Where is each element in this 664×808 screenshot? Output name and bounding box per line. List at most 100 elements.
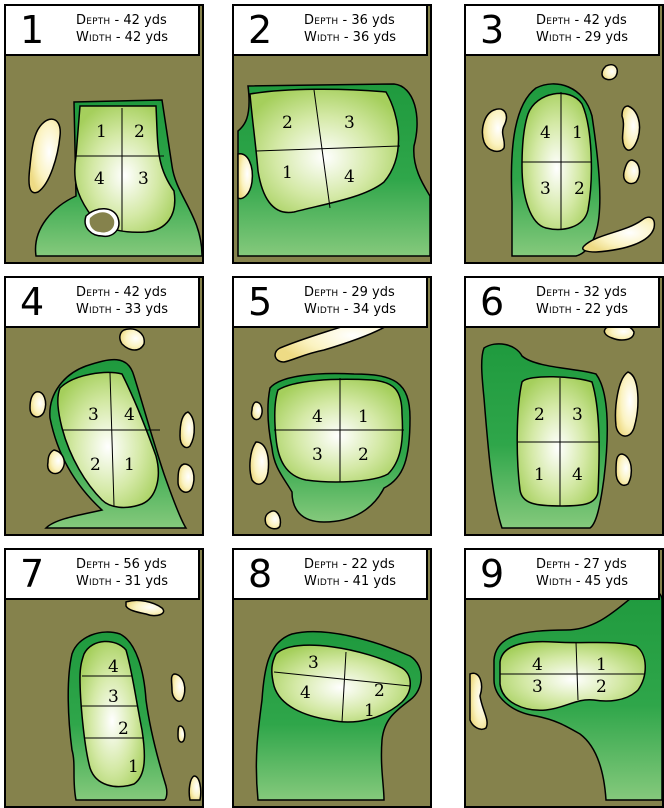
hole-label-5: 5 Depth - 29 yds Width - 34 yds: [234, 278, 428, 328]
putting-green: [275, 379, 403, 482]
zone-label: 4: [124, 405, 135, 425]
hole-panel-7: 4 3 2 1 7 Depth - 56 yds Width - 31 yds: [4, 548, 204, 808]
zone-label: 2: [596, 677, 607, 697]
hole-label-2: 2 Depth - 36 yds Width - 36 yds: [234, 6, 428, 56]
putting-green: [522, 93, 591, 229]
hole-number: 1: [20, 8, 44, 52]
hole-panel-3: 4 1 3 2 3 Depth - 42 yds Width - 29 yds: [464, 4, 664, 264]
depth-label: Depth: [76, 13, 110, 28]
width-value: - 42 yds: [116, 30, 168, 45]
putting-green: [517, 377, 599, 506]
zone-label: 4: [108, 657, 119, 677]
sand-bunker: [602, 65, 617, 80]
sand-bunker: [252, 402, 262, 420]
depth-value: - 29 yds: [343, 285, 395, 300]
zone-label: 1: [128, 757, 139, 777]
width-label: Width: [536, 302, 572, 317]
zone-label: 4: [300, 683, 311, 703]
width-label: Width: [304, 302, 340, 317]
hole-dimensions: Depth - 42 yds Width - 33 yds: [76, 284, 168, 318]
depth-label: Depth: [76, 285, 110, 300]
hole-dimensions: Depth - 36 yds Width - 36 yds: [304, 12, 396, 46]
depth-value: - 42 yds: [115, 13, 167, 28]
depth-value: - 56 yds: [115, 557, 167, 572]
width-label: Width: [304, 574, 340, 589]
hole-panel-6: 2 3 1 4 6 Depth - 32 yds Width - 22 yds: [464, 276, 664, 536]
zone-label: 4: [344, 167, 355, 187]
zone-label: 1: [124, 455, 135, 475]
zone-label: 2: [118, 719, 129, 739]
hole-panel-1: 1 2 4 3 1 Depth - 42 yds Width - 42 yds: [4, 4, 204, 264]
hole-dimensions: Depth - 29 yds Width - 34 yds: [304, 284, 396, 318]
sand-bunker: [265, 511, 280, 529]
putting-green: [58, 373, 158, 508]
sand-bunker: [48, 450, 65, 474]
depth-label: Depth: [304, 557, 338, 572]
hole-label-8: 8 Depth - 22 yds Width - 41 yds: [234, 550, 428, 600]
hole-number: 3: [480, 8, 504, 52]
zone-label: 2: [574, 179, 585, 199]
hole-number: 6: [480, 280, 504, 324]
zone-label: 3: [138, 169, 149, 189]
hole-dimensions: Depth - 32 yds Width - 22 yds: [536, 284, 628, 318]
sand-bunker: [126, 600, 164, 615]
sand-bunker: [30, 392, 46, 417]
depth-label: Depth: [304, 13, 338, 28]
width-value: - 41 yds: [344, 574, 396, 589]
hole-number: 2: [248, 8, 272, 52]
hole-panel-2: 2 3 1 4 2 Depth - 36 yds Width - 36 yds: [232, 4, 432, 264]
zone-label: 4: [94, 169, 105, 189]
sand-bunker: [616, 372, 638, 436]
zone-label: 2: [134, 122, 145, 142]
hole-number: 8: [248, 552, 272, 596]
width-value: - 29 yds: [576, 30, 628, 45]
sand-bunker: [172, 674, 185, 701]
hole-dimensions: Depth - 56 yds Width - 31 yds: [76, 556, 168, 590]
zone-label: 3: [108, 687, 119, 707]
sand-bunker: [616, 454, 631, 485]
zone-label: 3: [344, 113, 355, 133]
depth-value: - 27 yds: [575, 557, 627, 572]
sand-bunker: [189, 776, 201, 800]
width-label: Width: [76, 574, 112, 589]
hole-label-1: 1 Depth - 42 yds Width - 42 yds: [6, 6, 200, 56]
depth-value: - 22 yds: [343, 557, 395, 572]
width-value: - 34 yds: [344, 302, 396, 317]
depth-label: Depth: [536, 557, 570, 572]
hole-dimensions: Depth - 42 yds Width - 42 yds: [76, 12, 168, 46]
hole-number: 5: [248, 280, 272, 324]
hole-number: 4: [20, 280, 44, 324]
width-value: - 31 yds: [116, 574, 168, 589]
zone-label: 3: [88, 405, 99, 425]
sand-bunker: [180, 412, 194, 448]
sand-bunker: [178, 464, 194, 492]
zone-label: 4: [532, 655, 543, 675]
sand-bunker: [624, 160, 640, 184]
zone-label: 3: [308, 653, 319, 673]
zone-label: 1: [282, 163, 293, 183]
width-value: - 33 yds: [116, 302, 168, 317]
depth-value: - 32 yds: [575, 285, 627, 300]
depth-label: Depth: [304, 285, 338, 300]
zone-label: 1: [364, 701, 375, 721]
width-label: Width: [76, 302, 112, 317]
hole-dimensions: Depth - 27 yds Width - 45 yds: [536, 556, 628, 590]
width-value: - 45 yds: [576, 574, 628, 589]
depth-label: Depth: [536, 13, 570, 28]
zone-label: 4: [312, 407, 323, 427]
hole-number: 7: [20, 552, 44, 596]
zone-label: 2: [534, 405, 545, 425]
sand-bunker: [29, 119, 60, 193]
zone-label: 2: [374, 681, 385, 701]
depth-label: Depth: [76, 557, 110, 572]
hole-label-7: 7 Depth - 56 yds Width - 31 yds: [6, 550, 200, 600]
width-label: Width: [536, 30, 572, 45]
hole-label-3: 3 Depth - 42 yds Width - 29 yds: [466, 6, 660, 56]
hole-panel-4: 3 4 2 1 4 Depth - 42 yds Width - 33 yds: [4, 276, 204, 536]
hole-dimensions: Depth - 42 yds Width - 29 yds: [536, 12, 628, 46]
sand-bunker: [250, 442, 269, 484]
sand-bunker: [482, 109, 506, 151]
zone-label: 4: [572, 465, 583, 485]
hole-panel-8: 3 2 4 1 8 Depth - 22 yds Width - 41 yds: [232, 548, 432, 808]
sand-bunker: [178, 726, 185, 742]
